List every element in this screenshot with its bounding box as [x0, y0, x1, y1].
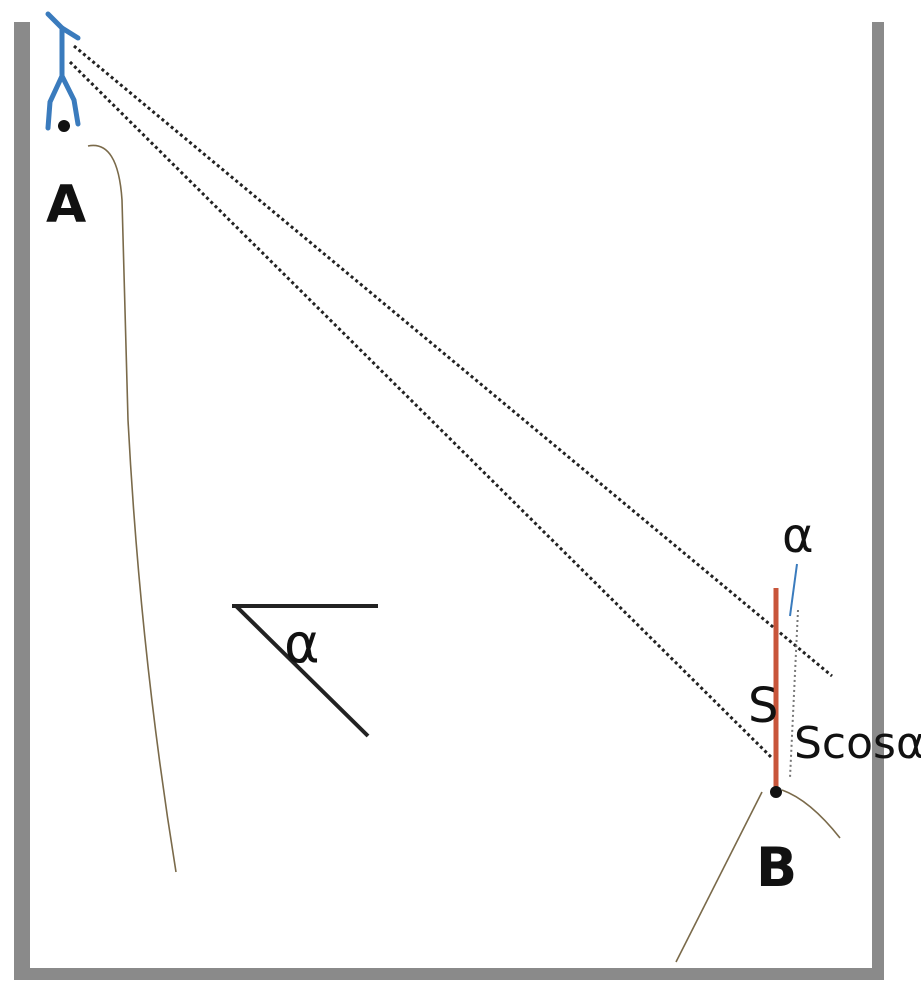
frame-shadow-right: [870, 22, 884, 980]
point-a-marker: [58, 120, 70, 132]
frame-shadow-bottom: [14, 966, 884, 980]
point-a-label: A: [46, 175, 86, 235]
terrain-b-right-slope: [781, 789, 841, 839]
angle-tick-line: [789, 563, 798, 617]
diagram-panel: [30, 10, 872, 968]
terrain-b-left-slope: [675, 791, 763, 963]
sight-line-upper: [73, 44, 833, 678]
terrain-left-slope: [87, 144, 177, 873]
staff-projection-line: [789, 609, 799, 779]
alpha-top-label: α: [782, 508, 814, 564]
staff-projection-label: Scosα: [794, 718, 921, 769]
staff-length-label: S: [748, 678, 778, 734]
alpha-inset-label: α: [284, 612, 320, 675]
point-b-marker: [770, 786, 782, 798]
observer-figure-icon: [45, 11, 81, 131]
inset-angle-inclined: [234, 604, 370, 738]
sight-line-lower: [68, 60, 774, 760]
point-b-label: B: [756, 836, 797, 899]
